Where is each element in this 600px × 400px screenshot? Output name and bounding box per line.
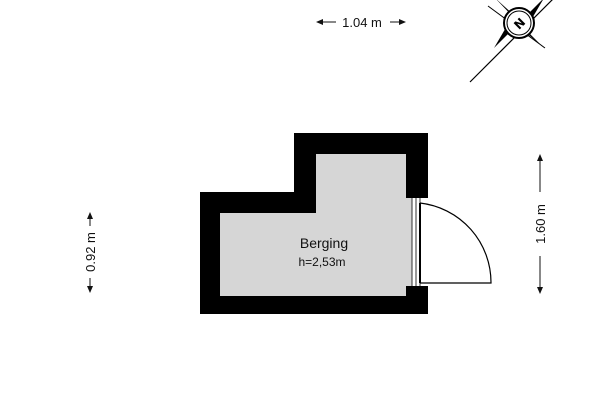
room-height: h=2,53m [298,255,345,269]
north-compass-icon: N [469,0,553,83]
left-dimension-label: 0.92 m [83,232,98,272]
right-dimension: 1.60 m [533,154,548,294]
room-floor [220,154,406,296]
left-dimension: 0.92 m [83,212,98,293]
top-dimension: 1.04 m [316,15,406,30]
top-dimension-label: 1.04 m [342,15,382,30]
right-dimension-label: 1.60 m [533,204,548,244]
room-name: Berging [300,235,348,251]
door [406,198,492,286]
